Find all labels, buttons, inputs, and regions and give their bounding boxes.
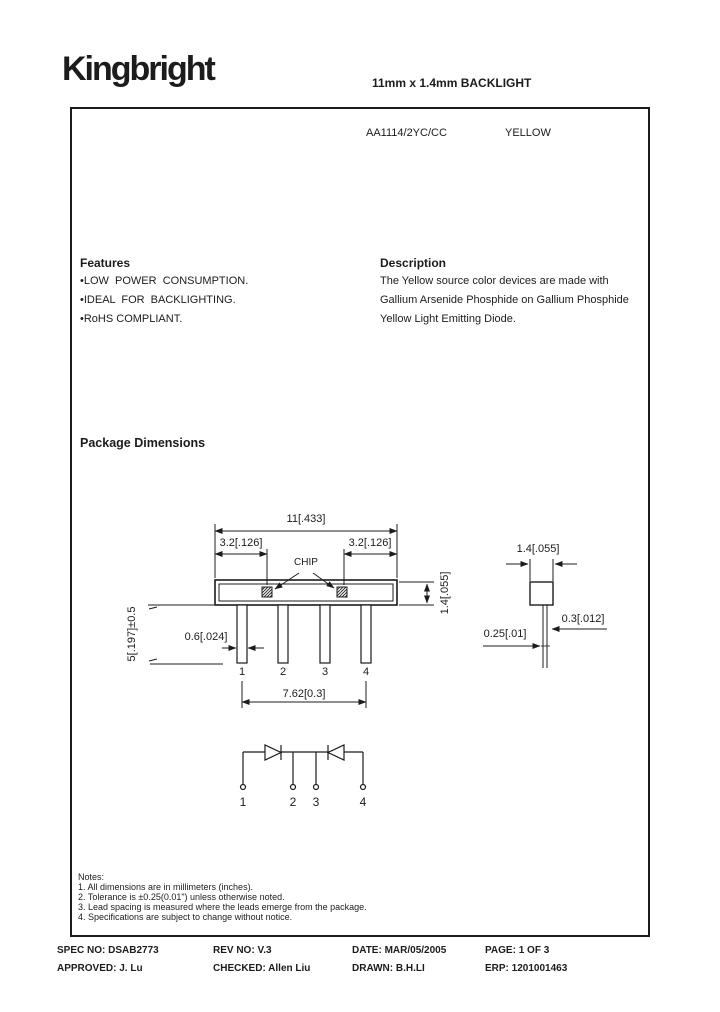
package-dimensions-heading: Package Dimensions (80, 436, 206, 450)
schematic-pin-label-4: 4 (359, 795, 367, 809)
footer-drawn: DRAWN: B.H.LI (352, 963, 425, 974)
front-pin-label-4: 4 (362, 666, 370, 678)
pin-terminal-3 (312, 783, 320, 791)
features-heading: Features (80, 256, 131, 270)
schematic-pin-label-1: 1 (239, 795, 247, 809)
package-front-view (148, 524, 434, 708)
description-line: The Yellow source color devices are made… (380, 275, 609, 287)
content-border-box (70, 107, 650, 937)
dim-label-pin-span: 7.62[0.3] (281, 688, 327, 700)
lead-4 (360, 604, 372, 664)
dim-label-overall-width: 11[.433] (285, 513, 327, 525)
chip-callout-label: CHIP (293, 557, 319, 568)
dim-label-lead-thickness: 0.25[.01] (482, 628, 528, 640)
footer-approved: APPROVED: J. Lu (57, 963, 143, 974)
pin-terminal-2 (289, 783, 297, 791)
dim-label-side-standoff: 0.3[.012] (560, 613, 606, 625)
footer-date: DATE: MAR/05/2005 (352, 945, 447, 956)
lead-1 (236, 604, 248, 664)
dim-label-body-height: 1.4[.055] (439, 571, 451, 615)
note-item: 4. Specifications are subject to change … (78, 912, 293, 922)
note-item: 2. Tolerance is ±0.25(0.01") unless othe… (78, 892, 285, 902)
feature-item: •IDEAL FOR BACKLIGHTING. (80, 294, 236, 306)
document-title: 11mm x 1.4mm BACKLIGHT (372, 76, 532, 90)
chip-right (336, 586, 348, 598)
side-view-dimension-lines (483, 559, 607, 649)
features-list: •LOW POWER CONSUMPTION. •IDEAL FOR BACKL… (80, 272, 248, 329)
notes-block: Notes: 1. All dimensions are in millimet… (78, 872, 367, 922)
note-item: 1. All dimensions are in millimeters (in… (78, 882, 254, 892)
part-number: AA1114/2YC/CC (366, 127, 447, 139)
footer-page: PAGE: 1 OF 3 (485, 945, 550, 956)
kingbright-logo: Kingbright (62, 50, 216, 88)
dim-label-lead-width: 0.6[.024] (183, 631, 229, 643)
feature-item: •LOW POWER CONSUMPTION. (80, 275, 249, 287)
package-body-inner (218, 583, 394, 602)
dim-label-lead-length: 5[.197]±0.5 (126, 606, 138, 662)
diode-symbol-2 (326, 744, 345, 761)
front-pin-label-2: 2 (279, 666, 287, 678)
lead-3 (319, 604, 331, 664)
lead-2 (277, 604, 289, 664)
package-side-view (483, 559, 607, 668)
footer-rev-no: REV NO: V.3 (213, 945, 272, 956)
chip-left (261, 586, 273, 598)
diode-symbol-1 (264, 744, 283, 761)
description-line: Gallium Arsenide Phosphide on Gallium Ph… (380, 294, 629, 306)
description-heading: Description (380, 256, 447, 270)
dim-label-chip-offset-left: 3.2[.126] (218, 537, 264, 549)
pin-terminal-1 (239, 783, 247, 791)
circuit-schematic (239, 744, 367, 791)
footer-spec-no: SPEC NO: DSAB2773 (57, 945, 159, 956)
pin-terminal-4 (359, 783, 367, 791)
front-pin-label-3: 3 (321, 666, 329, 678)
description-line: Yellow Light Emitting Diode. (380, 313, 516, 325)
description-paragraph: The Yellow source color devices are made… (380, 272, 629, 329)
notes-heading: Notes: (78, 872, 105, 882)
dim-label-chip-offset-right: 3.2[.126] (347, 537, 393, 549)
front-pin-label-1: 1 (238, 666, 246, 678)
schematic-pin-label-3: 3 (312, 795, 320, 809)
dim-label-side-width: 1.4[.055] (515, 543, 561, 555)
emitted-color: YELLOW (505, 127, 551, 139)
schematic-pin-label-2: 2 (289, 795, 297, 809)
note-item: 3. Lead spacing is measured where the le… (78, 902, 367, 912)
footer-erp: ERP: 1201001463 (485, 963, 568, 974)
front-view-dimension-lines (148, 524, 434, 708)
side-body (529, 581, 554, 606)
feature-item: •RoHS COMPLIANT. (80, 313, 183, 325)
footer-checked: CHECKED: Allen Liu (213, 963, 311, 974)
